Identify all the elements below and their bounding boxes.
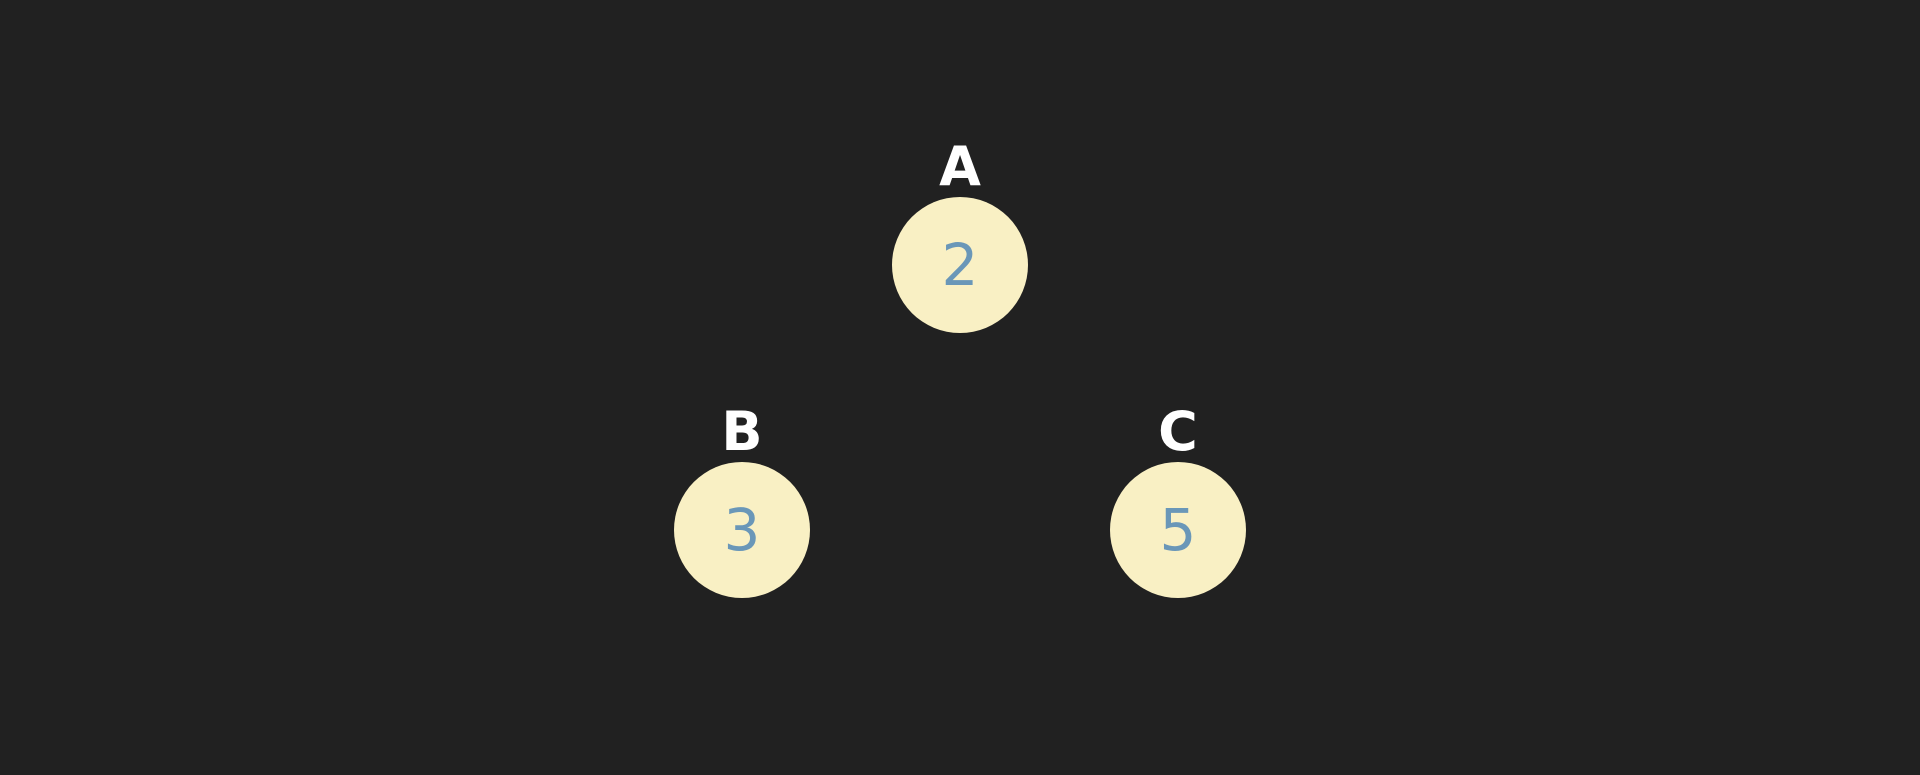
node-a-value: 2 <box>941 231 979 299</box>
node-b-label: B <box>721 400 763 463</box>
node-c: C 5 <box>1110 402 1246 598</box>
node-a: A 2 <box>892 137 1028 333</box>
node-b-value: 3 <box>723 496 761 564</box>
node-a-label: A <box>939 135 981 198</box>
node-a-circle: 2 <box>892 197 1028 333</box>
node-b: B 3 <box>674 402 810 598</box>
node-c-value: 5 <box>1159 496 1197 564</box>
node-c-circle: 5 <box>1110 462 1246 598</box>
node-b-circle: 3 <box>674 462 810 598</box>
node-c-label: C <box>1158 400 1198 463</box>
